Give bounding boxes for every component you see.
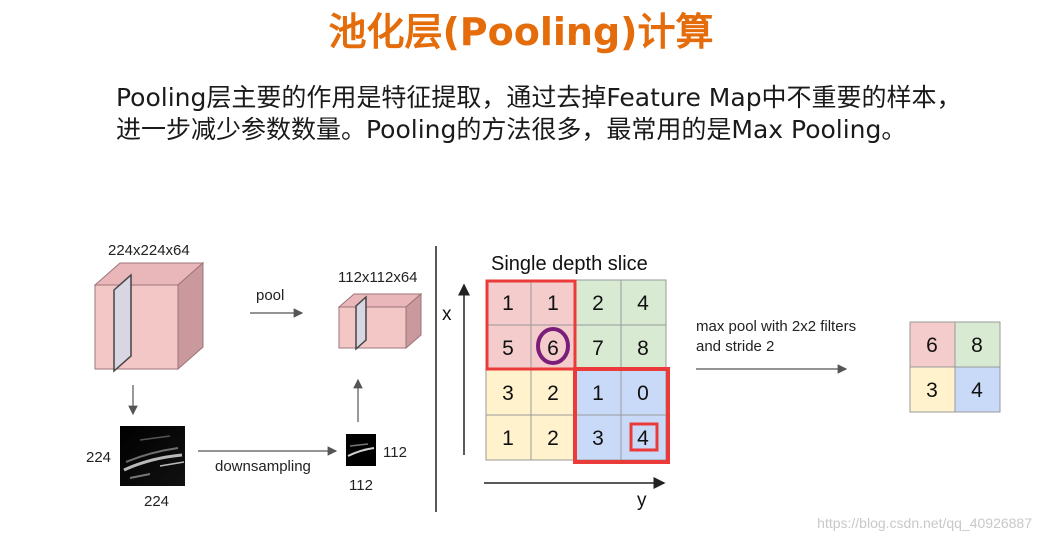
slice-value-2-3: 0	[637, 382, 649, 405]
input-slice-plane	[113, 273, 132, 373]
slice-cell-1-2	[575, 324, 622, 371]
slice-grid	[485, 279, 667, 461]
operation-line-2: and stride 2	[696, 338, 774, 355]
y-axis-label: y	[637, 490, 647, 511]
slice-value-0-2: 2	[592, 292, 604, 315]
slice-cell-1-3	[620, 324, 667, 371]
output-volume	[337, 292, 423, 351]
slice-value-3-0: 1	[502, 427, 514, 450]
output-volume-front	[338, 306, 407, 349]
output-map-width-label: 112	[349, 477, 373, 494]
slice-value-0-3: 4	[637, 292, 649, 315]
result-value-0-1: 8	[971, 334, 983, 357]
output-map-height-label: 112	[383, 444, 407, 461]
slice-value-2-1: 2	[547, 382, 559, 405]
slice-cell-3-2	[575, 414, 622, 461]
slice-value-2-2: 1	[592, 382, 604, 405]
slice-cell-2-1	[530, 369, 577, 416]
slice-value-1-1: 6	[547, 337, 559, 360]
result-value-1-1: 4	[971, 379, 983, 402]
result-grid	[909, 321, 1001, 413]
result-cell-1-0	[909, 366, 956, 413]
operation-line-1: max pool with 2x2 filters	[696, 318, 856, 335]
input-volume-front	[94, 284, 179, 370]
result-value-0-0: 6	[926, 334, 938, 357]
max-value-circle	[536, 327, 570, 365]
slice-value-3-2: 3	[592, 427, 604, 450]
watermark: https://blog.csdn.net/qq_40926887	[817, 515, 1032, 531]
downsampling-label: downsampling	[215, 458, 311, 475]
slice-cell-2-2	[575, 369, 622, 416]
slice-value-1-3: 8	[637, 337, 649, 360]
slice-value-2-0: 3	[502, 382, 514, 405]
output-slice-plane	[355, 295, 367, 351]
x-axis-label: x	[442, 304, 452, 325]
max-value-box	[629, 422, 659, 452]
input-map-height-label: 224	[86, 449, 111, 466]
slice-title: Single depth slice	[491, 253, 648, 275]
slice-value-1-0: 5	[502, 337, 514, 360]
input-volume	[93, 261, 205, 373]
pool-window-bottom-right	[573, 367, 670, 464]
result-cell-1-1	[954, 366, 1001, 413]
slice-value-0-1: 1	[547, 292, 559, 315]
slice-cell-3-0	[485, 414, 532, 461]
output-feature-map	[346, 434, 376, 466]
slice-value-1-2: 7	[592, 337, 604, 360]
slice-value-3-3: 4	[637, 427, 649, 450]
output-volume-label: 112x112x64	[338, 269, 418, 286]
slice-cell-0-3	[620, 279, 667, 326]
result-cell-0-1	[954, 321, 1001, 368]
slice-cell-1-0	[485, 324, 532, 371]
slice-cell-3-1	[530, 414, 577, 461]
input-feature-map	[120, 426, 185, 486]
input-volume-label: 224x224x64	[108, 242, 190, 259]
intro-paragraph: Pooling层主要的作用是特征提取，通过去掉Feature Map中不重要的样…	[116, 83, 962, 144]
slice-value-0-0: 1	[502, 292, 514, 315]
input-map-width-label: 224	[144, 493, 169, 510]
slice-value-3-1: 2	[547, 427, 559, 450]
page-title: 池化层(Pooling)计算	[328, 10, 714, 54]
pool-label: pool	[256, 287, 284, 304]
result-value-1-0: 3	[926, 379, 938, 402]
pool-window-top-left	[485, 279, 577, 371]
